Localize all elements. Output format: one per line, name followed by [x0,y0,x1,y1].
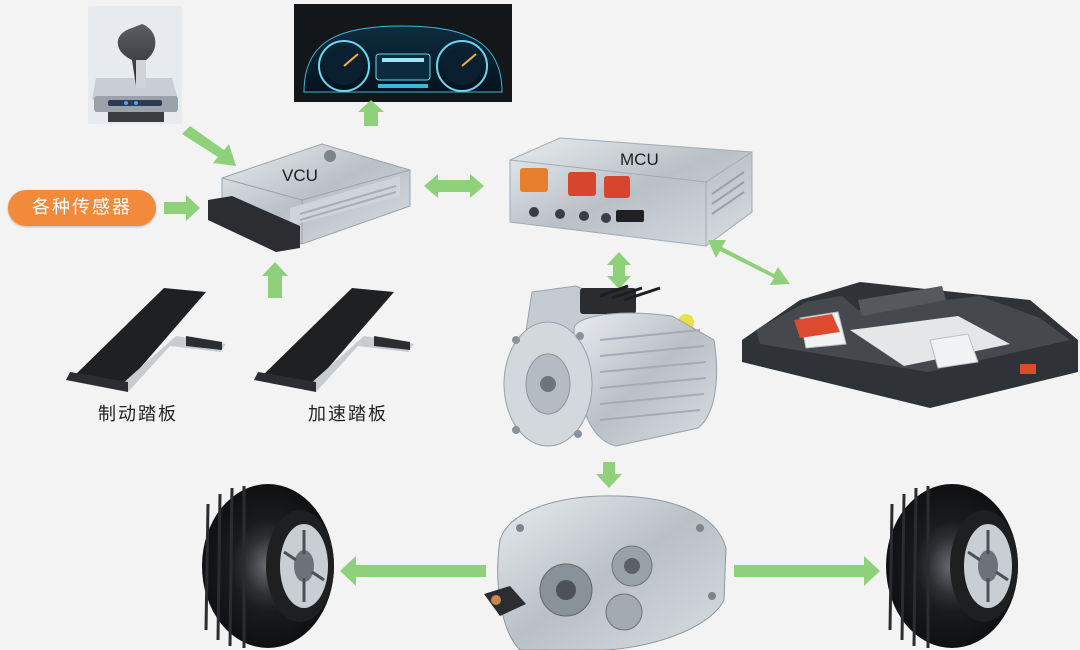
vcu-module-icon [208,143,411,252]
battery-pack-icon [742,282,1078,408]
tire-icon [886,484,1018,648]
brake-pedal-icon [66,288,226,392]
tire-icon [202,484,334,648]
arrow-sensors-to-vcu [164,195,200,221]
brake-pedal-label: 制动踏板 [98,404,178,425]
arrow-pedals-to-vcu [262,262,288,298]
arrow-vcu-to-dashboard [358,100,384,126]
sensors-label: 各种传感器 [32,197,132,218]
arrow-vcu-mcu [424,174,484,198]
accelerator-pedal-label: 加速踏板 [308,404,388,425]
arrow-mcu-battery [708,240,790,285]
arrow-mcu-motor [607,252,631,289]
mcu-inverter-icon [509,137,753,247]
gear-shifter-icon [88,6,182,124]
dashboard-cluster-icon [294,4,512,102]
arrow-shifter-to-vcu [182,126,236,166]
accelerator-pedal-icon [254,288,414,392]
electric-motor-icon [503,284,718,447]
mcu-label: MCU [620,150,659,169]
sensors-badge: 各种传感器 [8,190,156,226]
arrow-gearbox-to-right-tire [734,556,880,586]
arrow-gearbox-to-left-tire [340,556,486,586]
vcu-label: VCU [282,166,318,185]
reduction-gearbox-icon [484,495,727,650]
arrow-motor-to-gearbox [596,462,622,488]
